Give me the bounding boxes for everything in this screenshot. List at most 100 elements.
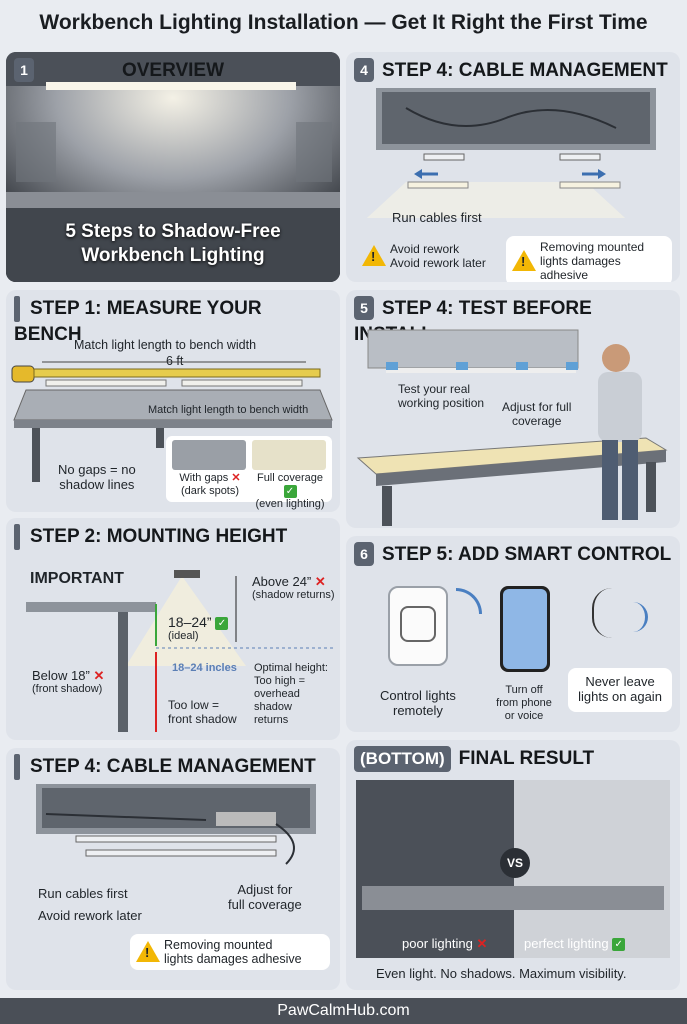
heading-accent <box>14 754 20 780</box>
control-line1: Control lights <box>380 688 456 703</box>
final-heading-text: FINAL RESULT <box>458 748 595 769</box>
warn-rework-line1: Avoid rework <box>390 242 460 256</box>
warning-icon <box>362 245 386 266</box>
workshop-illustration <box>6 52 340 282</box>
full-thumb <box>252 440 326 470</box>
optimal-line2: Too high = <box>254 675 306 687</box>
overview-caption-line2: Workbench Lighting <box>81 245 265 266</box>
full-sub: (even lighting) <box>255 498 325 511</box>
optimal-line5: returns <box>254 714 289 726</box>
gaps-sub: (dark spots) <box>180 485 240 497</box>
measure-heading-text: STEP 1: MEASURE YOUR BENCH <box>14 298 262 345</box>
test-adjust: Adjust for full coverage <box>502 400 571 428</box>
sound-waves-icon <box>628 602 648 632</box>
height-important: IMPORTANT <box>30 570 124 587</box>
below-sub: (front shadow) <box>32 683 103 695</box>
adjust-bottom-line2: full coverage <box>228 897 302 912</box>
no-gaps-line1: No gaps = no <box>58 462 136 477</box>
test-line2: working position <box>398 396 485 410</box>
perfect-text: perfect lighting <box>524 936 609 951</box>
adjust-line1: Adjust for full <box>502 400 572 414</box>
panel-final: (BOTTOM)FINAL RESULT VS poor lighting ✕ … <box>346 740 680 990</box>
ideal-label: (ideal) <box>168 630 199 642</box>
cable-bottom-heading: STEP 4: CABLE MANAGEMENT <box>14 754 332 780</box>
check-icon: ✓ <box>283 485 297 498</box>
poor-text: poor lighting <box>402 936 473 951</box>
page-title: Workbench Lighting Installation — Get It… <box>39 11 648 34</box>
cross-icon: ✕ <box>93 668 105 683</box>
measure-match-bottom: Match light length to bench width <box>148 404 309 416</box>
height-diagram <box>26 570 336 732</box>
cable-top-run-cables: Run cables first <box>392 210 482 225</box>
adjust-bottom-line1: Adjust for <box>237 882 293 897</box>
step-number: 6 <box>354 542 374 566</box>
overview-caption: 5 Steps to Shadow-Free Workbench Lightin… <box>6 220 340 268</box>
smart-turnoff: Turn off from phone or voice <box>492 684 556 723</box>
optimal-line1: Optimal height: <box>254 662 328 674</box>
cable-top-heading-text: STEP 4: CABLE MANAGEMENT <box>382 60 668 81</box>
wifi-icon <box>456 588 482 614</box>
cable-bottom-run: Run cables first <box>38 886 128 901</box>
height-optimal: Optimal height: Too high = overhead shad… <box>254 662 328 727</box>
final-heading: (BOTTOM) FINAL RESULT <box>354 746 672 772</box>
final-bench <box>362 886 664 910</box>
height-too-low: Too low = front shadow <box>168 698 237 726</box>
cross-icon: ✕ <box>231 472 241 484</box>
final-poor-label: poor lighting ✕ <box>402 936 487 951</box>
gaps-caption: With gaps ✕ (dark spots) <box>172 472 248 498</box>
test-line1: Test your real <box>398 382 471 396</box>
no-gaps-line2: shadow lines <box>59 477 135 492</box>
panel-smart: 6 STEP 5: ADD SMART CONTROL Control light… <box>346 536 680 732</box>
comparison-box: With gaps ✕ (dark spots) Full coverage ✓… <box>166 436 332 510</box>
warn-bottom-line2: lights damages adhesive <box>164 952 302 966</box>
smart-heading-text: STEP 5: ADD SMART CONTROL <box>382 544 672 565</box>
cabinet-cable-illustration <box>366 88 656 218</box>
height-heading-text: STEP 2: MOUNTING HEIGHT <box>30 526 288 547</box>
check-icon: ✓ <box>612 938 626 952</box>
measure-match-top: Match light length to bench width <box>74 338 257 352</box>
measure-no-gaps: No gaps = no shadow lines <box>58 462 136 492</box>
height-ideal: 18–24” ✓ (ideal) <box>168 614 229 643</box>
final-tag: (BOTTOM) <box>354 746 451 772</box>
step-number: 5 <box>354 296 374 320</box>
check-icon: ✓ <box>215 616 229 630</box>
bench-measure-illustration <box>11 361 333 482</box>
cable-bottom-adjust: Adjust for full coverage <box>228 882 302 912</box>
height-above: Above 24” ✕ (shadow returns) <box>252 574 335 602</box>
heading-accent <box>14 524 20 550</box>
full-caption: Full coverage ✓ (even lighting) <box>250 472 330 511</box>
gaps-thumb <box>172 440 246 470</box>
panel-height: STEP 2: MOUNTING HEIGHT IMPORTANT 18–24”… <box>6 518 340 740</box>
final-perfect-side <box>514 780 670 958</box>
warning-icon <box>136 941 160 962</box>
optimal-line3: overhead <box>254 688 300 700</box>
cable-bottom-avoid: Avoid rework later <box>38 908 142 923</box>
cross-icon: ✕ <box>314 574 326 589</box>
test-install-illustration <box>356 329 668 526</box>
turnoff-line1: Turn off <box>505 684 543 696</box>
too-low-line2: front shadow <box>168 712 237 726</box>
plug-face <box>400 606 436 642</box>
measure-length: 6 ft <box>166 354 184 368</box>
below-label: Below 18” <box>32 668 90 683</box>
step-number: 1 <box>14 58 34 82</box>
measure-heading: STEP 1: MEASURE YOUR BENCH <box>14 296 332 348</box>
above-label: Above 24” <box>252 574 312 589</box>
warn-adhesive-line2: lights damages adhesive <box>540 254 621 282</box>
above-sub: (shadow returns) <box>252 589 335 601</box>
cable-top-warning-rework: Avoid rework Avoid rework later <box>356 238 504 274</box>
overview-heading: 1 OVERVIEW <box>14 58 332 84</box>
overview-caption-line1: 5 Steps to Shadow-Free <box>65 221 281 242</box>
turnoff-line3: or voice <box>504 710 544 722</box>
voice-face-icon <box>592 588 632 638</box>
phone-icon <box>500 586 550 672</box>
final-tagline: Even light. No shadows. Maximum visibili… <box>376 966 627 981</box>
phone-screen <box>503 589 547 669</box>
cable-bottom-illustration <box>36 784 316 865</box>
cable-bottom-heading-text: STEP 4: CABLE MANAGEMENT <box>30 756 316 777</box>
height-heading: STEP 2: MOUNTING HEIGHT <box>14 524 332 550</box>
cross-icon: ✕ <box>476 936 488 951</box>
